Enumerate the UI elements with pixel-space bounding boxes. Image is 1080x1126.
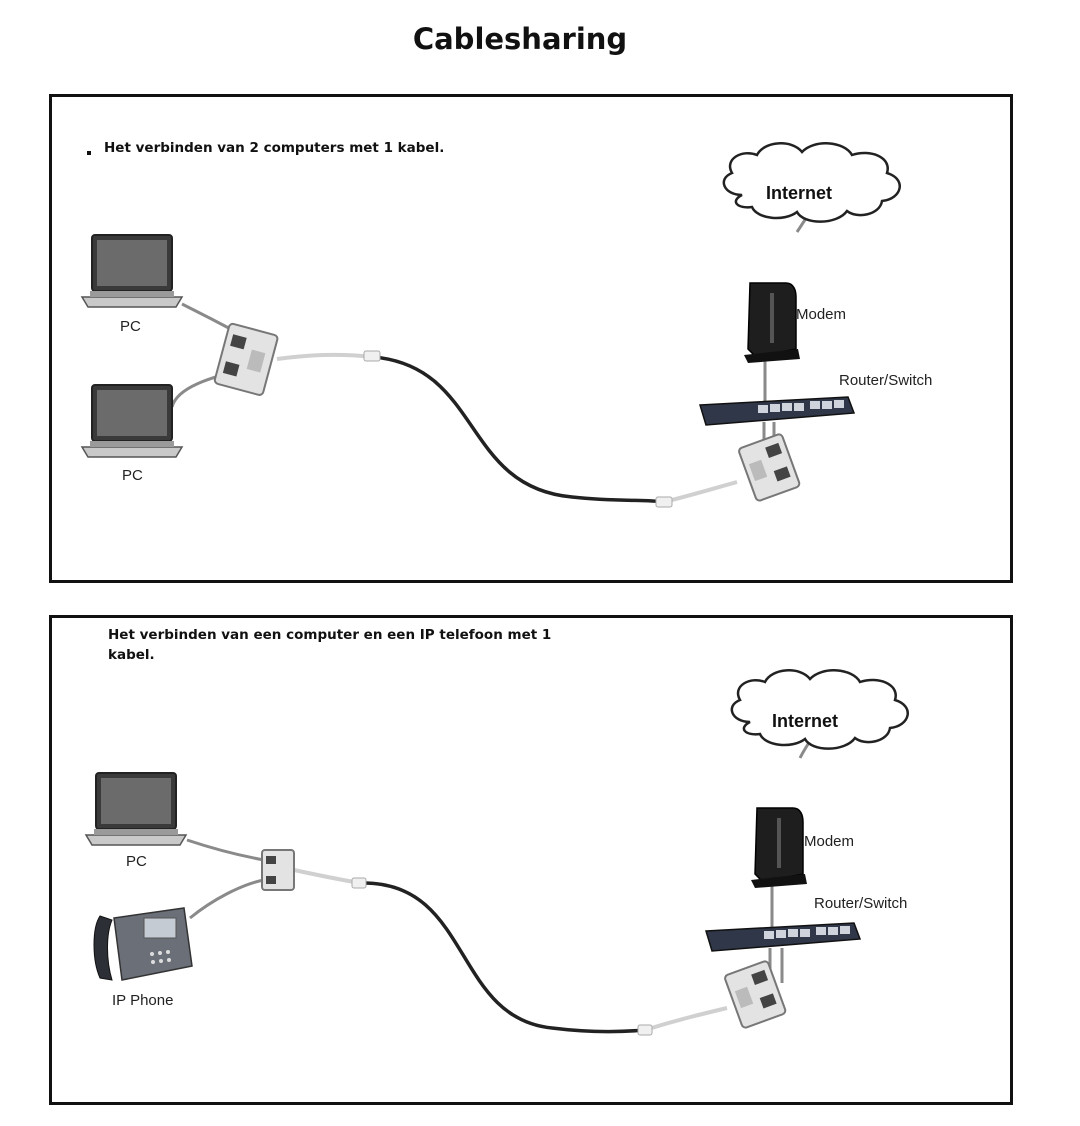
modem-icon bbox=[744, 282, 800, 363]
network-diagram-2 bbox=[84, 669, 909, 1036]
router-switch-icon bbox=[699, 396, 856, 426]
shared-cable bbox=[373, 355, 665, 504]
rj45-plug-icon bbox=[363, 350, 381, 362]
router-switch-icon bbox=[705, 922, 862, 952]
panel-caption-line: Het verbinden van een computer en een IP… bbox=[108, 627, 552, 643]
modem-label: Modem bbox=[804, 833, 855, 850]
internet-cloud-icon bbox=[722, 142, 901, 223]
page-title: Cablesharing bbox=[412, 22, 628, 56]
internet-label: Internet bbox=[772, 711, 839, 731]
splitter-tail-left bbox=[276, 352, 375, 361]
router-switch-label: Router/Switch bbox=[814, 895, 908, 912]
pc-label: PC bbox=[120, 318, 141, 335]
diagram-panel-computer-and-ip-phone: Het verbinden van een computer en een IP… bbox=[49, 615, 1013, 1105]
panel-caption: Het verbinden van 2 computers met 1 kabe… bbox=[104, 140, 445, 156]
internet-cloud-icon bbox=[730, 669, 909, 750]
laptop-icon bbox=[80, 234, 184, 308]
modem-icon bbox=[751, 807, 807, 888]
rj45-plug-icon bbox=[655, 496, 673, 508]
laptop-icon bbox=[84, 772, 188, 846]
rj45-plug-icon bbox=[351, 877, 367, 889]
shared-cable bbox=[359, 881, 646, 1034]
rj45-plug-icon bbox=[637, 1024, 653, 1036]
phone-cable bbox=[189, 878, 265, 920]
laptop-icon bbox=[80, 384, 184, 458]
splitter-tail-right bbox=[644, 1006, 728, 1032]
cable-splitter-icon bbox=[724, 960, 787, 1029]
router-switch-label: Router/Switch bbox=[839, 372, 933, 389]
pc-label: PC bbox=[122, 467, 143, 484]
splitter-tail-left bbox=[293, 868, 361, 885]
internet-label: Internet bbox=[766, 183, 833, 203]
panel-caption-line: kabel. bbox=[108, 647, 155, 663]
diagram-panel-two-computers: Het verbinden van 2 computers met 1 kabe… bbox=[49, 94, 1013, 583]
ip-phone-label: IP Phone bbox=[112, 992, 174, 1009]
cable-splitter-icon bbox=[261, 849, 295, 891]
cable-splitter-icon bbox=[738, 433, 801, 502]
splitter-tail-right bbox=[663, 480, 738, 504]
bullet-icon bbox=[87, 151, 91, 155]
network-diagram-1 bbox=[80, 142, 901, 508]
pc-label: PC bbox=[126, 853, 147, 870]
modem-label: Modem bbox=[796, 306, 847, 323]
cable-splitter-icon bbox=[213, 322, 279, 396]
ip-phone-icon bbox=[93, 907, 193, 981]
panel-caption: Het verbinden van een computer en een IP… bbox=[108, 625, 551, 665]
pc-cable bbox=[186, 838, 265, 862]
